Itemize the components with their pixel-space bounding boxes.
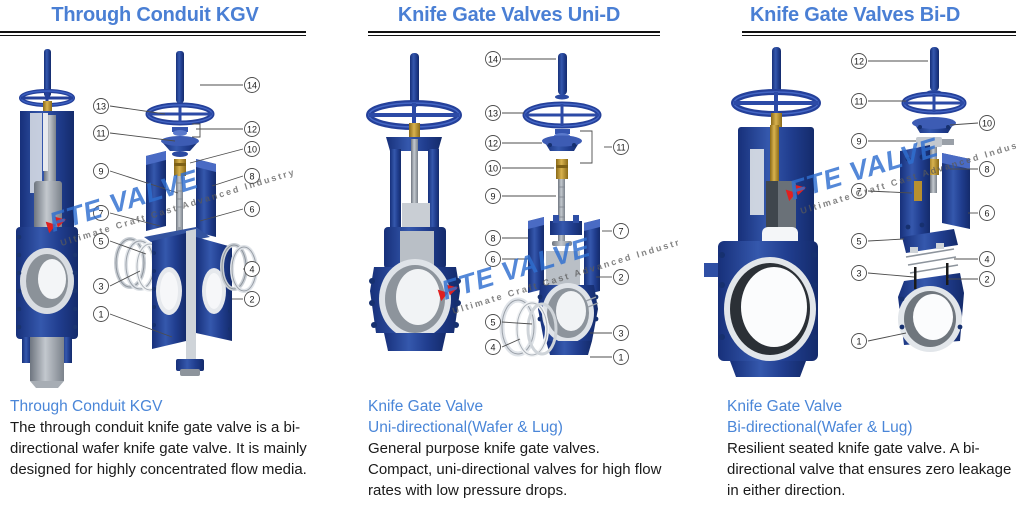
valve-exploded-drawing: 13 11 9 7 5 3 1 14 12 10 8 6 4 2: [16, 49, 260, 388]
title-divider: [0, 31, 306, 39]
column-title: Knife Gate Valves Uni-D: [397, 4, 621, 26]
product-column-knife-gate-valves-bi-d: Knife Gate Valves Bi-D: [678, 0, 1016, 531]
assembled-valve-illustration: [704, 47, 821, 377]
svg-text:4: 4: [490, 342, 495, 352]
product-column-through-conduit-kgv: Through Conduit KGV: [0, 0, 338, 531]
exploded-diagram-bi-directional: 12 11 9 7 5 3 1 10 8 6 4 2: [678, 41, 1016, 388]
svg-text:9: 9: [490, 191, 495, 201]
svg-text:11: 11: [854, 96, 863, 106]
assembled-valve-illustration: [366, 53, 462, 351]
svg-text:12: 12: [488, 138, 498, 148]
svg-text:8: 8: [249, 171, 254, 181]
svg-text:6: 6: [249, 204, 254, 214]
svg-text:6: 6: [490, 254, 495, 264]
svg-text:9: 9: [856, 136, 861, 146]
svg-text:5: 5: [490, 317, 495, 327]
exploded-parts-illustration: [499, 53, 602, 357]
product-column-knife-gate-valves-uni-d: Knife Gate Valves Uni-D: [340, 0, 678, 531]
assembled-valve-illustration: [16, 49, 78, 388]
svg-text:5: 5: [856, 236, 861, 246]
column-title: Knife Gate Valves Bi-D: [749, 4, 961, 26]
svg-text:13: 13: [96, 101, 106, 111]
valve-exploded-drawing: 12 11 9 7 5 3 1 10 8 6 4 2: [704, 47, 995, 377]
svg-text:13: 13: [488, 108, 498, 118]
svg-text:5: 5: [98, 236, 103, 246]
caption-heading-line2: Uni-directional(Wafer & Lug): [368, 419, 563, 436]
callout-group: [109, 84, 248, 338]
callout-group: [501, 58, 612, 358]
caption-heading: Through Conduit KGV: [10, 398, 163, 415]
svg-text:3: 3: [856, 268, 861, 278]
divider-rule-thin: [742, 35, 1016, 36]
column-title: Through Conduit KGV: [51, 4, 259, 26]
svg-text:7: 7: [98, 208, 103, 218]
svg-text:14: 14: [488, 54, 498, 64]
caption-heading-line1: Knife Gate Valve: [368, 398, 484, 415]
divider-rule-thick: [368, 31, 660, 33]
column-caption: Through Conduit KGV The through conduit …: [10, 396, 330, 480]
svg-text:2: 2: [618, 272, 623, 282]
svg-text:10: 10: [488, 163, 498, 173]
svg-text:8: 8: [490, 233, 495, 243]
svg-text:10: 10: [982, 118, 992, 128]
caption-heading-line1: Knife Gate Valve: [727, 398, 843, 415]
svg-text:11: 11: [616, 142, 625, 152]
svg-text:4: 4: [984, 254, 989, 264]
column-caption: Knife Gate Valve Bi-directional(Wafer & …: [727, 396, 1016, 501]
valve-exploded-drawing: 14 13 12 10 9 8 6 5 4 11 7 2 3 1: [366, 51, 629, 365]
svg-text:2: 2: [984, 274, 989, 284]
exploded-diagram-uni-directional: 14 13 12 10 9 8 6 5 4 11 7 2 3 1: [340, 41, 678, 388]
caption-body: The through conduit knife gate valve is …: [10, 419, 307, 478]
exploded-parts-illustration: [898, 47, 970, 352]
svg-text:9: 9: [98, 166, 103, 176]
svg-text:6: 6: [984, 208, 989, 218]
svg-text:8: 8: [984, 164, 989, 174]
svg-text:2: 2: [249, 294, 254, 304]
svg-text:3: 3: [618, 328, 623, 338]
svg-text:12: 12: [247, 124, 257, 134]
svg-text:7: 7: [856, 186, 861, 196]
svg-text:1: 1: [618, 352, 623, 362]
column-caption: Knife Gate Valve Uni-directional(Wafer &…: [368, 396, 688, 501]
caption-body: General purpose knife gate valves. Compa…: [368, 440, 662, 499]
svg-text:1: 1: [98, 309, 103, 319]
svg-text:12: 12: [854, 56, 864, 66]
svg-text:11: 11: [96, 128, 105, 138]
callout-bubbles: 12 11 9 7 5 3 1 10 8 6 4 2: [851, 53, 995, 349]
title-divider: [368, 31, 660, 39]
svg-text:7: 7: [618, 226, 623, 236]
svg-text:4: 4: [249, 264, 254, 274]
callout-bubbles: 13 11 9 7 5 3 1 14 12 10 8 6 4 2: [93, 77, 260, 322]
callout-bubbles: 14 13 12 10 9 8 6 5 4 11 7 2 3 1: [485, 51, 629, 365]
svg-text:14: 14: [247, 80, 257, 90]
caption-body: Resilient seated knife gate valve. A bi-…: [727, 440, 1012, 499]
callout-group: [867, 60, 979, 342]
title-divider: [742, 31, 1016, 39]
exploded-parts-illustration: [114, 51, 258, 376]
caption-heading-line2: Bi-directional(Wafer & Lug): [727, 419, 913, 436]
divider-rule-thin: [0, 35, 306, 36]
divider-rule-thick: [742, 31, 1016, 33]
divider-rule-thin: [368, 35, 660, 36]
svg-text:1: 1: [856, 336, 861, 346]
divider-rule-thick: [0, 31, 306, 33]
exploded-diagram-through-conduit: 13 11 9 7 5 3 1 14 12 10 8 6 4 2: [0, 41, 338, 388]
svg-text:10: 10: [247, 144, 257, 154]
svg-text:3: 3: [98, 281, 103, 291]
